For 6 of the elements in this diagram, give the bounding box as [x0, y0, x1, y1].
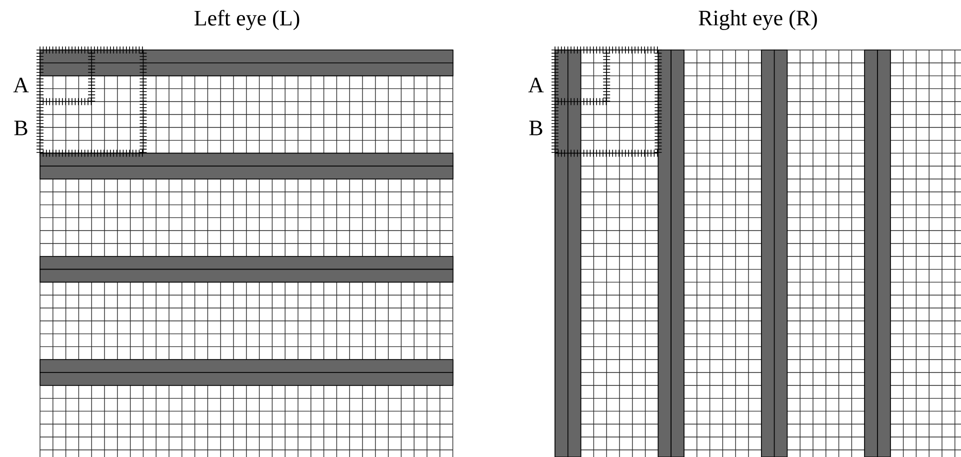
panel-heading: Right eye (R): [698, 10, 817, 30]
region-label: A: [528, 78, 544, 92]
region-label: A: [13, 78, 29, 92]
region-label: B: [529, 120, 542, 136]
region-label: B: [14, 120, 28, 136]
panel-heading: Left eye (L): [194, 10, 300, 30]
